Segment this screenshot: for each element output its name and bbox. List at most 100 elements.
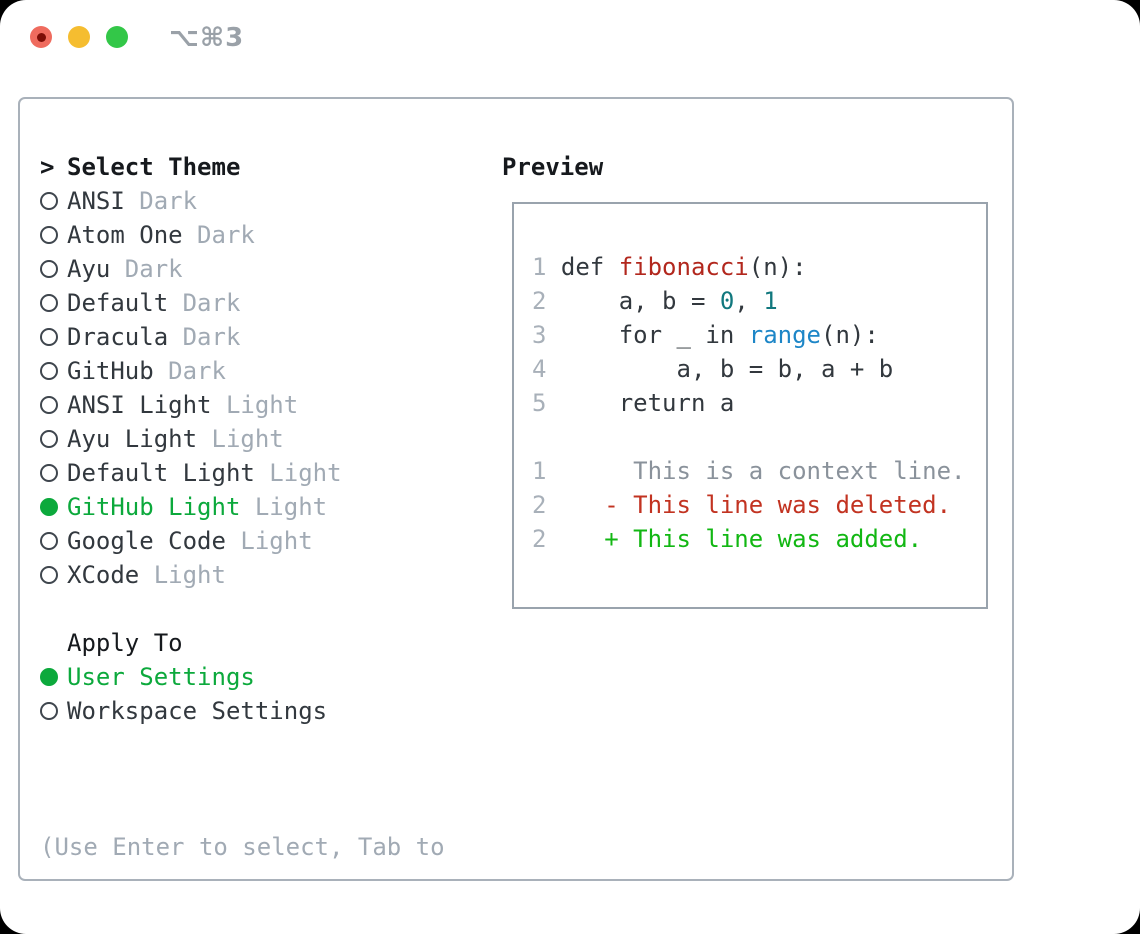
code-line: 4 a, b = b, a + b	[532, 352, 965, 386]
code-token: a, b =	[546, 287, 720, 315]
preview-heading: Preview	[502, 153, 604, 181]
radio-circle	[40, 362, 58, 380]
theme-option[interactable]: GitHub Dark	[40, 354, 445, 388]
apply-to-option-label: Workspace Settings	[67, 697, 328, 725]
code-token: a, b = b, a + b	[546, 355, 894, 383]
theme-option-label: Atom One	[67, 221, 183, 249]
radio-circle	[40, 396, 58, 414]
theme-option[interactable]: Ayu Dark	[40, 252, 445, 286]
code-token: return a	[546, 389, 735, 417]
theme-variant-label: Dark	[110, 255, 183, 283]
window-shortcut-label: ⌥⌘3	[169, 23, 245, 53]
theme-option-label: Dracula	[67, 323, 169, 351]
theme-option-label: Ayu	[67, 255, 111, 283]
theme-option[interactable]: Dracula Dark	[40, 320, 445, 354]
code-token: - This line was deleted.	[546, 491, 952, 519]
theme-option-label: Ayu Light	[67, 425, 198, 453]
theme-variant-label: Light	[139, 561, 226, 589]
code-line: 5 return a	[532, 386, 965, 420]
titlebar: ⌥⌘3	[0, 0, 1140, 74]
select-theme-heading: > Select Theme	[40, 150, 445, 184]
theme-variant-label: Light	[197, 425, 284, 453]
line-number: 3	[532, 321, 547, 349]
theme-option[interactable]: Default Light Light	[40, 456, 445, 490]
theme-option-label: XCode	[67, 561, 140, 589]
apply-to-option[interactable]: User Settings	[40, 660, 445, 694]
radio-icon	[40, 260, 67, 278]
code-line: 3 for _ in range(n):	[532, 318, 965, 352]
code-token: (n):	[748, 253, 807, 281]
spacer	[40, 728, 445, 762]
line-number: 5	[532, 389, 547, 417]
theme-option[interactable]: Ayu Light Light	[40, 422, 445, 456]
theme-option[interactable]: Default Dark	[40, 286, 445, 320]
radio-circle	[40, 294, 58, 312]
code-token: This is a context line.	[546, 457, 966, 485]
apply-to-option[interactable]: Workspace Settings	[40, 694, 445, 728]
theme-variant-label: Light	[225, 527, 313, 555]
line-number: 2	[532, 525, 547, 553]
line-number: 1	[532, 253, 547, 281]
radio-icon	[40, 532, 67, 550]
apply-to-heading: Apply To	[40, 626, 445, 660]
theme-option[interactable]: Atom One Dark	[40, 218, 445, 252]
theme-option[interactable]: GitHub Light Light	[40, 490, 445, 524]
theme-variant-label: Light	[254, 459, 342, 487]
radio-icon	[40, 226, 67, 244]
radio-selected-icon	[40, 668, 67, 686]
spacer	[40, 592, 445, 626]
theme-option[interactable]: ANSI Dark	[40, 184, 445, 218]
code-line: 1 This is a context line.	[532, 454, 965, 488]
code-line	[532, 420, 965, 454]
radio-icon	[40, 464, 67, 482]
line-number: 2	[532, 491, 547, 519]
code-token: def	[546, 253, 619, 281]
theme-option-label: ANSI Light	[67, 391, 212, 419]
radio-icon	[40, 294, 67, 312]
theme-variant-label: Dark	[182, 221, 255, 249]
help-text: (Use Enter to select, Tab to change focu…	[40, 762, 445, 934]
theme-option-label: GitHub Light	[67, 493, 241, 521]
minimize-button[interactable]	[68, 26, 90, 48]
radio-circle	[40, 566, 58, 584]
code-line: 1 def fibonacci(n):	[532, 250, 965, 284]
close-button[interactable]	[30, 26, 52, 48]
radio-icon	[40, 396, 67, 414]
select-theme-title: Select Theme	[67, 153, 241, 181]
help-line-1: (Use Enter to select, Tab to	[40, 833, 445, 861]
theme-variant-label: Dark	[153, 357, 226, 385]
code-token: for _ in	[546, 321, 749, 349]
theme-option-label: Default Light	[67, 459, 255, 487]
code-line: 2 - This line was deleted.	[532, 488, 965, 522]
maximize-button[interactable]	[106, 26, 128, 48]
line-number: 4	[532, 355, 547, 383]
chevron-right-icon: >	[40, 153, 55, 181]
theme-option[interactable]: Google Code Light	[40, 524, 445, 558]
code-token: ,	[734, 287, 764, 315]
theme-variant-label: Dark	[168, 323, 241, 351]
radio-circle	[40, 226, 58, 244]
code-token: (n):	[821, 321, 879, 349]
line-number: 1	[532, 457, 547, 485]
radio-circle	[40, 498, 58, 516]
code-token: + This line was added.	[546, 525, 923, 553]
code-line: 2 + This line was added.	[532, 522, 965, 556]
code-token: 0	[719, 287, 735, 315]
radio-icon	[40, 192, 67, 210]
code-token: fibonacci	[618, 253, 749, 281]
code-token: 1	[763, 287, 778, 315]
radio-circle	[40, 668, 58, 686]
theme-option[interactable]: XCode Light	[40, 558, 445, 592]
theme-variant-label: Light	[240, 493, 328, 521]
theme-option-label: Google Code	[67, 527, 226, 555]
code-token: range	[748, 321, 821, 349]
theme-option[interactable]: ANSI Light Light	[40, 388, 445, 422]
code-line: 2 a, b = 0, 1	[532, 284, 965, 318]
theme-variant-label: Light	[211, 391, 299, 419]
apply-to-option-label: User Settings	[67, 663, 255, 691]
